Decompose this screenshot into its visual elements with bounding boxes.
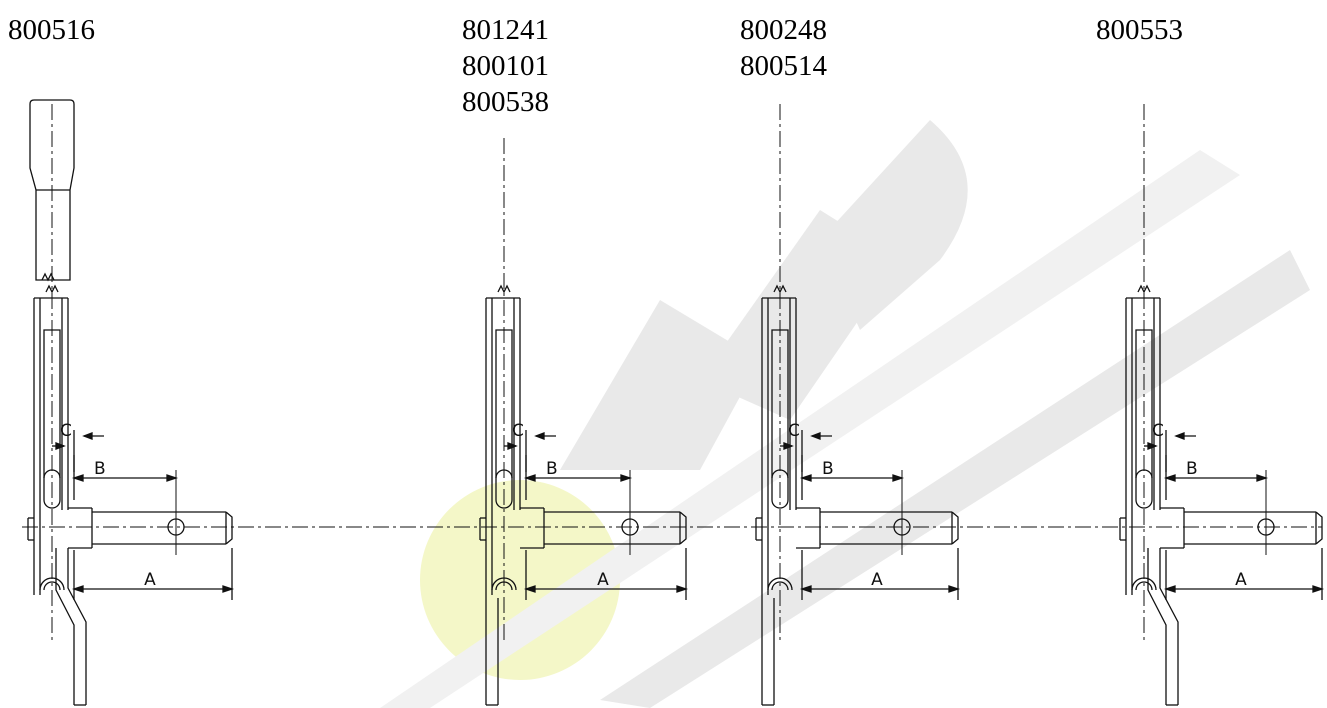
handle-outline: [29, 99, 75, 281]
bottom-roller: [491, 577, 517, 591]
assembly-1: C B A: [27, 104, 235, 706]
dim-a-arrow: [1312, 585, 1325, 593]
bottom-roller-inner: [43, 581, 61, 591]
dimension-a: A: [1163, 548, 1325, 600]
break-mark: [497, 284, 511, 294]
dim-c-arrow: [55, 442, 66, 450]
dim-b-arrow: [1256, 474, 1269, 482]
dim-a-arrow: [948, 585, 961, 593]
dim-c-label: C: [788, 421, 800, 441]
dim-a-arrow: [71, 585, 84, 593]
dim-a-label: A: [871, 570, 883, 590]
dimension-a: A: [523, 548, 689, 600]
part-number: 800553: [1096, 14, 1183, 46]
dim-c-arrow: [1147, 442, 1158, 450]
dim-c-label: C: [1152, 421, 1164, 441]
dim-c-arrow: [1174, 432, 1185, 440]
dim-b-arrow: [892, 474, 905, 482]
dim-b-arrow: [1163, 474, 1176, 482]
watermark-o-shape: [420, 480, 620, 680]
part-number: 800516: [8, 14, 95, 46]
slot-roller: [1135, 469, 1153, 479]
dim-c-label: C: [60, 421, 72, 441]
assembly-3: C B A: [755, 104, 961, 706]
lever-slot: [495, 329, 513, 509]
dim-c-arrow: [534, 432, 545, 440]
assembly-4: C B A: [1119, 104, 1325, 706]
break-mark: [1137, 284, 1151, 294]
dim-a-arrow: [523, 585, 536, 593]
bottom-roller-inner: [495, 581, 513, 591]
dimension-b: B: [799, 455, 905, 500]
dim-b-arrow: [523, 474, 536, 482]
watermark-p-shape: [820, 120, 968, 330]
dimension-b: B: [1163, 455, 1269, 500]
dimension-a: A: [799, 548, 961, 600]
part-number: 800538: [462, 86, 549, 118]
dim-b-label: B: [822, 459, 834, 479]
dim-a-label: A: [1235, 570, 1247, 590]
lever-slot: [771, 329, 789, 509]
dim-b-label: B: [546, 459, 558, 479]
break-mark: [45, 284, 59, 294]
lower-plate-left: [1147, 548, 1167, 705]
bottom-roller-inner: [1135, 581, 1153, 591]
bottom-roller: [39, 577, 65, 591]
part-number: 800248: [740, 14, 827, 46]
dim-c-arrow: [783, 442, 794, 450]
dimension-c: C: [504, 421, 556, 472]
dim-a-arrow: [1163, 585, 1176, 593]
slot-roller: [495, 469, 513, 479]
dim-b-arrow: [166, 474, 179, 482]
bottom-roller-inner: [771, 581, 789, 591]
dim-a-arrow: [676, 585, 689, 593]
dimension-b: B: [71, 455, 179, 500]
bottom-roller: [767, 577, 793, 591]
part-number-group-1: 800516: [8, 12, 95, 48]
dim-b-label: B: [94, 459, 106, 479]
dim-b-arrow: [620, 474, 633, 482]
slot-roller: [43, 469, 61, 479]
dim-a-label: A: [144, 570, 156, 590]
watermark-swoosh-light: [380, 150, 1240, 708]
lever-slot: [43, 329, 61, 509]
dim-c-arrow: [82, 432, 93, 440]
lower-plate-right: [1159, 548, 1179, 705]
watermark-r-shape: [560, 300, 760, 470]
slot-roller: [771, 469, 789, 479]
dim-b-label: B: [1186, 459, 1198, 479]
lever-slot: [1135, 329, 1153, 509]
part-number: 800101: [462, 50, 549, 82]
dim-b-arrow: [799, 474, 812, 482]
assembly-2: C B A: [479, 138, 689, 706]
dim-a-arrow: [222, 585, 235, 593]
lower-plate-left: [55, 548, 75, 705]
lower-plate-right: [67, 548, 87, 705]
break-mark: [773, 284, 787, 294]
bottom-roller: [1131, 577, 1157, 591]
part-number-group-4: 800553: [1096, 12, 1183, 48]
part-number: 801241: [462, 14, 549, 46]
shaft-chamfer: [679, 511, 687, 545]
dimension-b: B: [523, 455, 633, 500]
dimension-c: C: [1144, 421, 1196, 472]
dimension-a: A: [71, 548, 235, 600]
shaft-chamfer: [225, 511, 233, 545]
part-number-group-3: 800248 800514: [740, 12, 827, 84]
dim-a-label: A: [597, 570, 609, 590]
shaft-chamfer: [1315, 511, 1323, 545]
part-number-group-2: 801241 800101 800538: [462, 12, 549, 120]
shaft-chamfer: [951, 511, 959, 545]
dim-c-arrow: [810, 432, 821, 440]
dim-c-label: C: [512, 421, 524, 441]
dim-b-arrow: [71, 474, 84, 482]
part-number: 800514: [740, 50, 827, 82]
dim-a-arrow: [799, 585, 812, 593]
dim-c-arrow: [507, 442, 518, 450]
